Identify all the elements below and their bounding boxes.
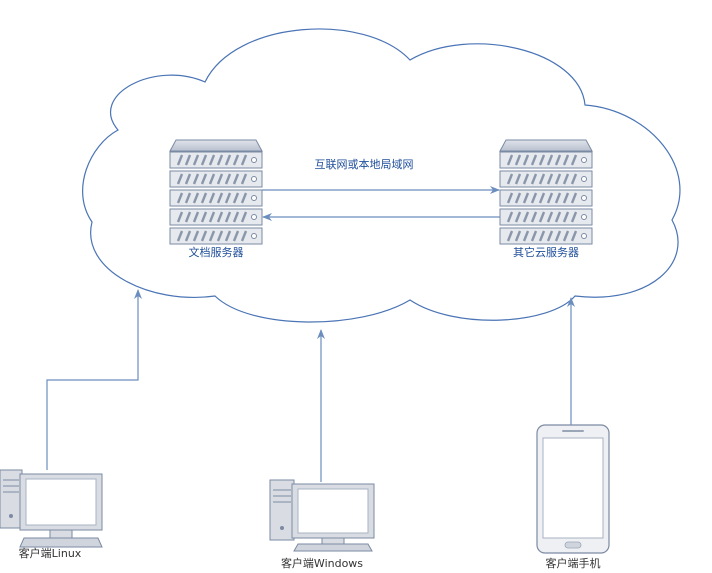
server-rack-unit: [499, 227, 593, 245]
server-rack-unit: [169, 208, 263, 226]
server-rack-unit: [499, 170, 593, 188]
server-rack-unit: [499, 189, 593, 207]
server-rack-unit: [169, 151, 263, 169]
windows-client-label: 客户端Windows: [281, 556, 363, 570]
server-rack-unit: [169, 170, 263, 188]
server-rack-unit: [169, 227, 263, 245]
mobile-client-label: 客户端手机: [546, 556, 601, 570]
network-cloud: [82, 28, 681, 323]
mobile-phone-icon: [536, 424, 610, 554]
doc-server-icon: [169, 139, 263, 245]
arrow-linux-to-cloud: [46, 289, 142, 470]
linux-computer-icon: [0, 469, 103, 548]
cloud-server-label: 其它云服务器: [513, 245, 579, 259]
cloud-server-icon: [499, 139, 593, 245]
server-rack-unit: [499, 151, 593, 169]
windows-computer-icon: [269, 479, 375, 552]
doc-server-label: 文档服务器: [189, 245, 244, 259]
linux-client-label: 客户端Linux: [19, 546, 82, 560]
server-rack-unit: [169, 189, 263, 207]
server-link-label: 互联网或本地局域网: [315, 157, 414, 171]
server-rack-unit: [499, 208, 593, 226]
